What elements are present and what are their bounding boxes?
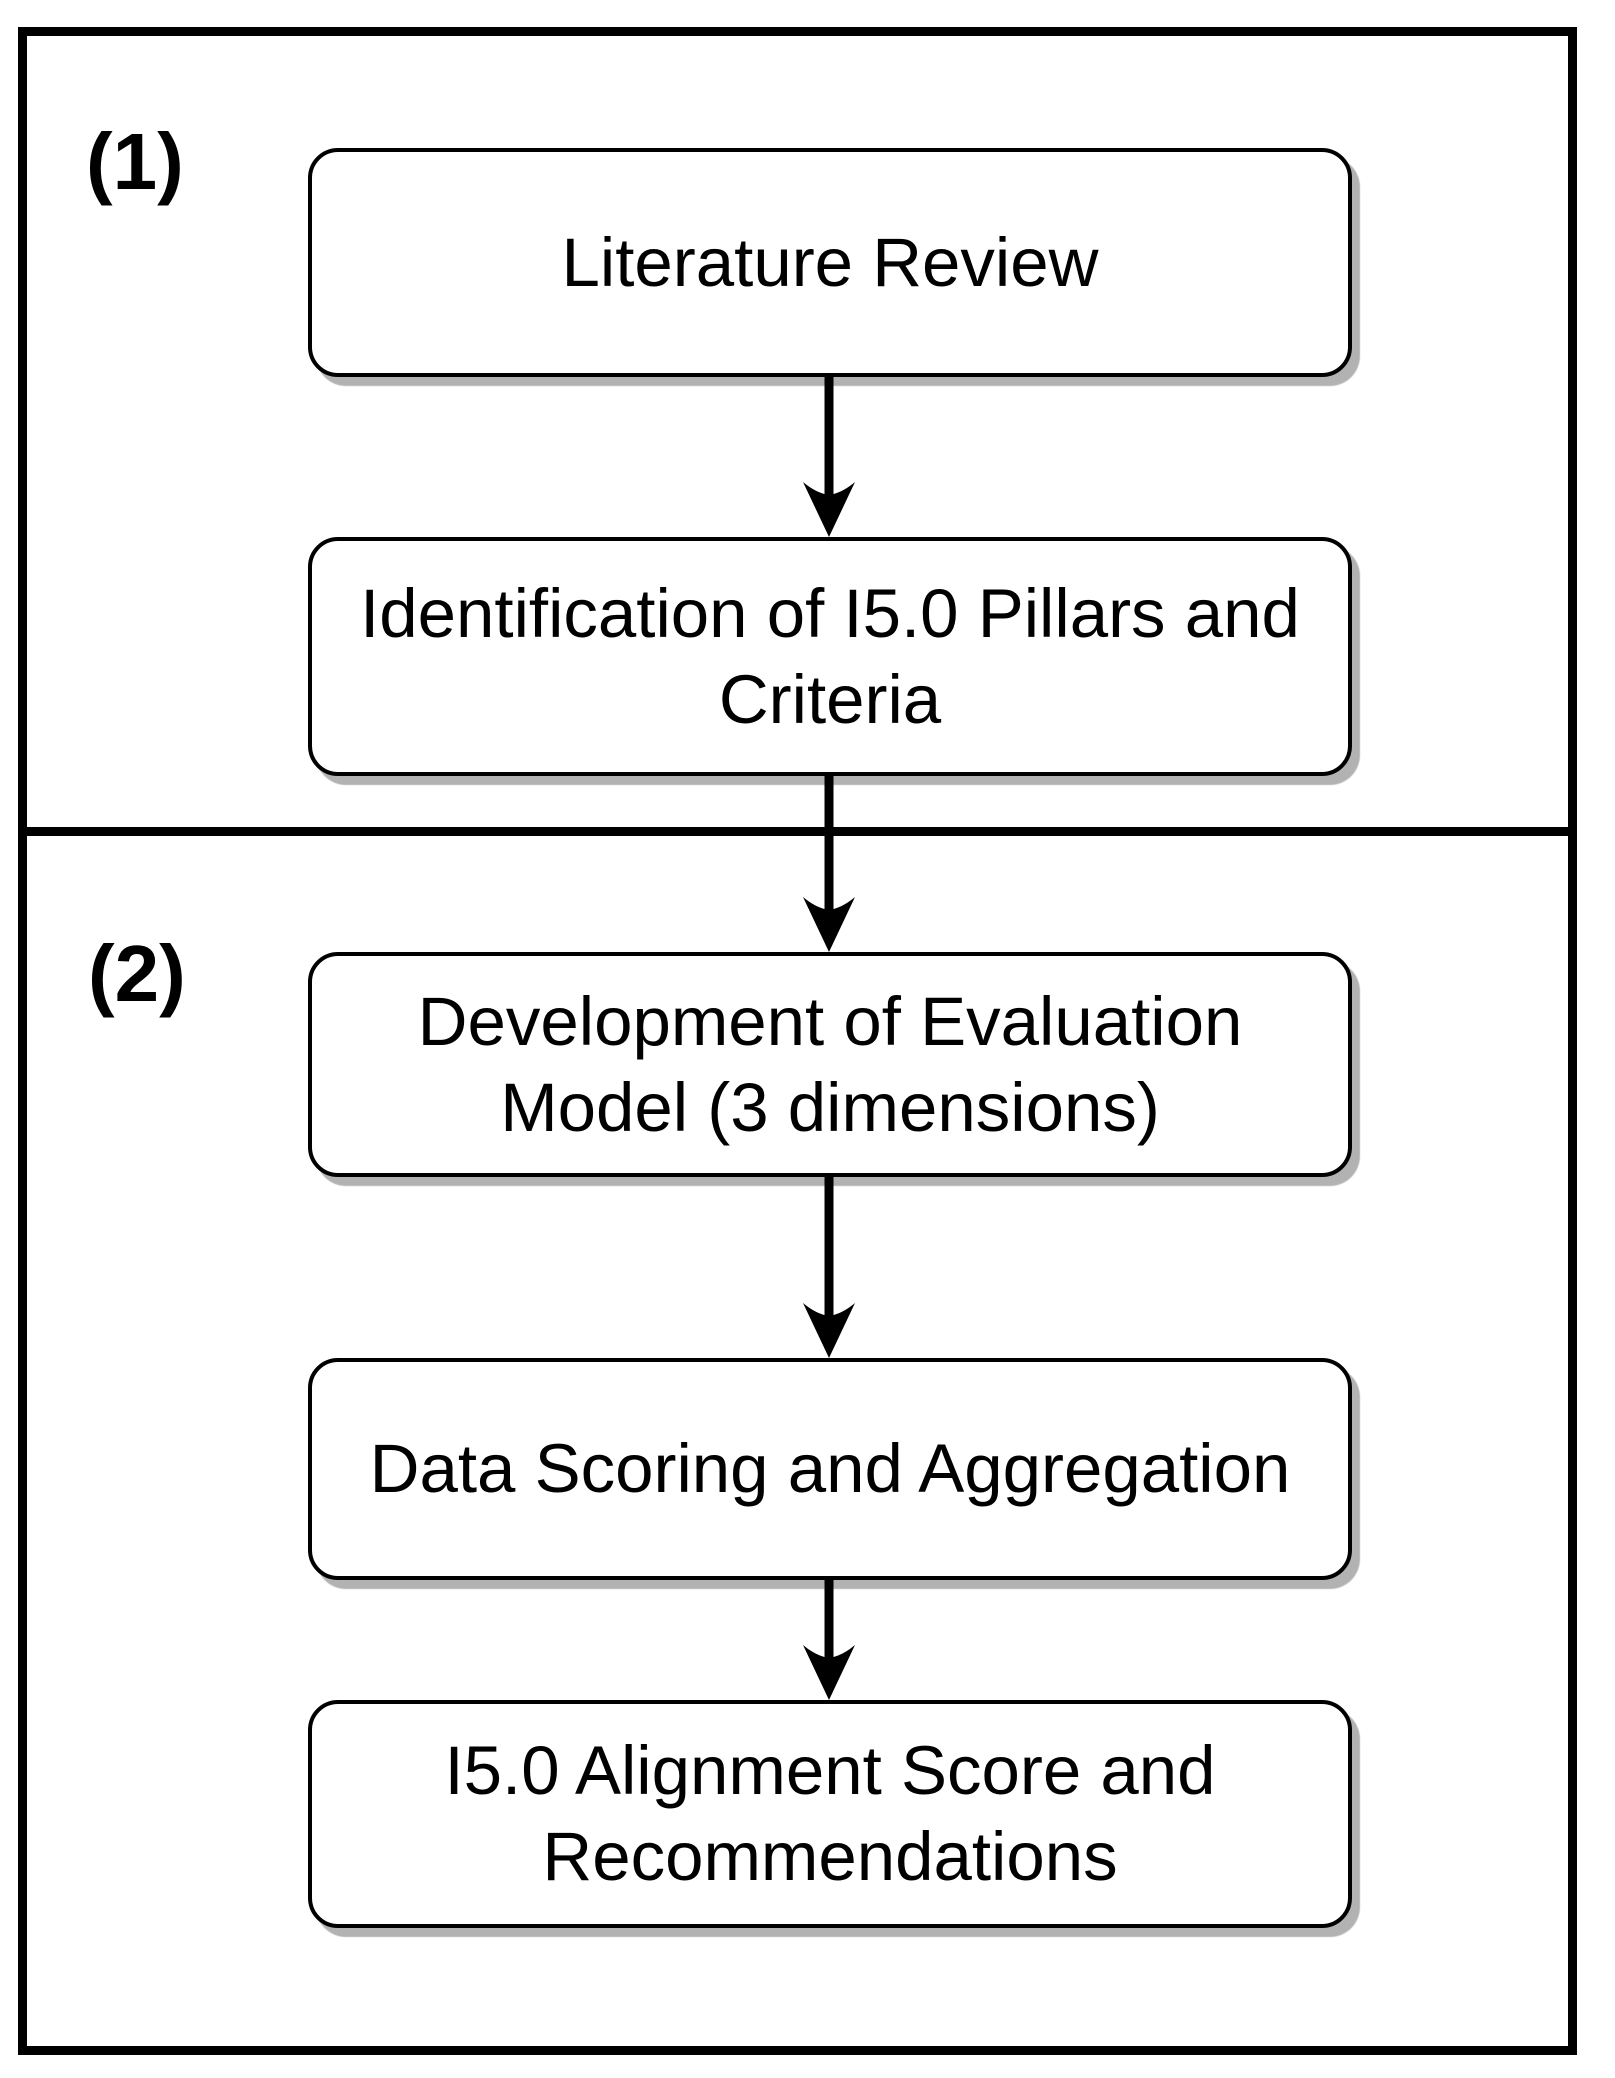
arrow-down-icon: [803, 1580, 855, 1700]
arrow-down-icon: [803, 377, 855, 537]
node-text: Criteria: [718, 660, 942, 738]
node-data-scoring-aggregation: Data Scoring and Aggregation: [308, 1358, 1352, 1580]
node-text: I5.0 Alignment Score and: [444, 1732, 1216, 1810]
node-text: Model (3 dimensions): [500, 1068, 1160, 1146]
arrow-down-icon: [803, 1177, 855, 1358]
section-1-label: (1): [86, 117, 184, 206]
node-text: Literature Review: [561, 223, 1099, 301]
section-divider-line: [18, 827, 1577, 836]
connector-arrow-4: [799, 1580, 859, 1700]
connector-arrow-3: [799, 1177, 859, 1358]
connector-arrow-2: [799, 776, 859, 952]
node-text: Data Scoring and Aggregation: [369, 1430, 1291, 1508]
figure-border: [18, 27, 1577, 2055]
node-literature-review: Literature Review: [308, 148, 1352, 377]
node-text: Development of Evaluation: [417, 982, 1243, 1060]
node-alignment-score-recommendations: I5.0 Alignment Score and Recommendations: [308, 1700, 1352, 1928]
arrow-down-icon: [803, 776, 855, 952]
node-development-evaluation-model: Development of Evaluation Model (3 dimen…: [308, 952, 1352, 1177]
node-text: Identification of I5.0 Pillars and: [360, 574, 1300, 652]
connector-arrow-1: [799, 377, 859, 537]
node-text: Recommendations: [542, 1818, 1118, 1895]
section-2-label: (2): [88, 929, 186, 1018]
node-identification-pillars-criteria: Identification of I5.0 Pillars and Crite…: [308, 537, 1352, 776]
